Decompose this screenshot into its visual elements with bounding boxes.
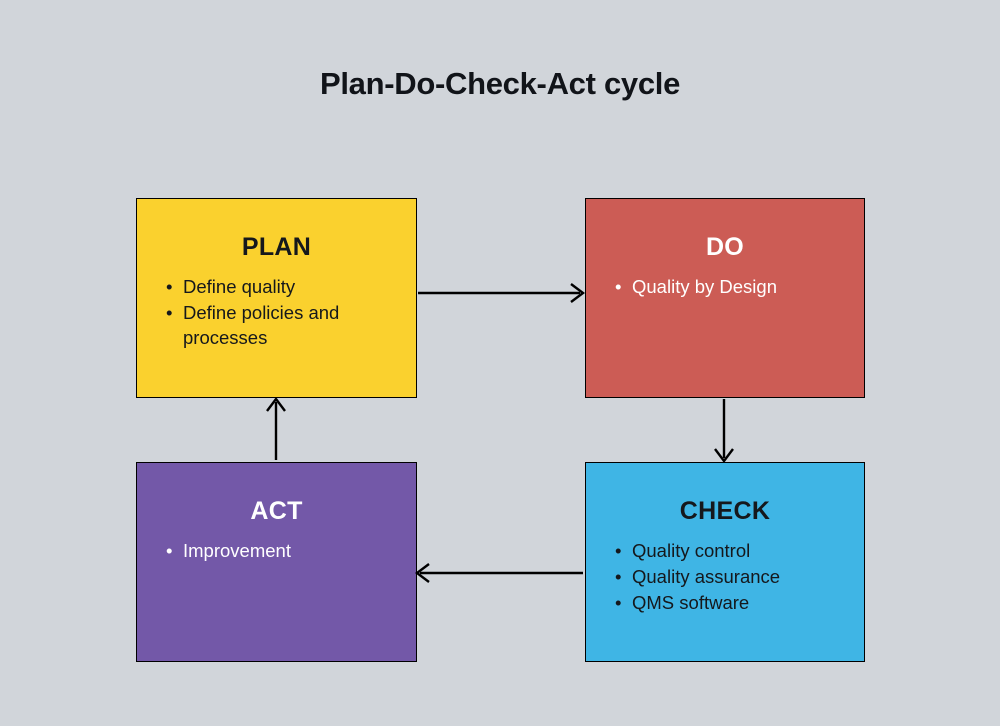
bullet-icon: •: [615, 276, 622, 297]
stage-box-do[interactable]: DO • Quality by Design: [585, 198, 865, 398]
connector-act-to-plan-icon: [266, 397, 286, 460]
list-item-label: QMS software: [632, 592, 750, 613]
list-item-label: Improvement: [183, 540, 291, 561]
list-item: • Define quality: [166, 274, 398, 299]
stage-title-act: ACT: [250, 497, 303, 525]
bullet-icon: •: [615, 592, 622, 613]
bullet-icon: •: [166, 540, 173, 561]
stage-list-check: • Quality control • Quality assurance • QMS…: [586, 538, 864, 615]
stage-box-plan[interactable]: PLAN • Define quality • Define policies an…: [136, 198, 417, 398]
list-item: • QMS software: [615, 590, 846, 615]
connector-plan-to-do-icon: [418, 283, 585, 303]
page-title: Plan-Do-Check-Act cycle: [319, 66, 681, 101]
bullet-icon: •: [615, 566, 622, 587]
list-item-label: Define quality: [183, 276, 296, 297]
list-item-label: Define policies and processes: [183, 302, 340, 348]
bullet-icon: •: [166, 302, 173, 323]
connector-do-to-check-icon: [714, 399, 734, 463]
bullet-icon: •: [166, 276, 173, 297]
list-item: • Quality assurance: [615, 564, 846, 589]
list-item: • Define policies and processes: [166, 300, 398, 350]
stage-list-act: • Improvement: [137, 538, 416, 563]
stage-list-do: • Quality by Design: [586, 274, 864, 299]
list-item: • Improvement: [166, 538, 398, 563]
stage-title-plan: PLAN: [241, 233, 312, 261]
stage-list-plan: • Define quality • Define policies and pro…: [137, 274, 416, 350]
list-item-label: Quality by Design: [632, 276, 777, 297]
stage-box-act[interactable]: ACT • Improvement: [136, 462, 417, 662]
list-item-label: Quality assurance: [632, 566, 781, 587]
connector-check-to-act-icon: [415, 563, 583, 583]
stage-title-check: CHECK: [679, 497, 771, 525]
list-item-label: Quality control: [632, 540, 751, 561]
list-item: • Quality by Design: [615, 274, 846, 299]
list-item: • Quality control: [615, 538, 846, 563]
bullet-icon: •: [615, 540, 622, 561]
stage-box-check[interactable]: CHECK • Quality control • Quality assuranc…: [585, 462, 865, 662]
stage-title-do: DO: [705, 233, 745, 261]
